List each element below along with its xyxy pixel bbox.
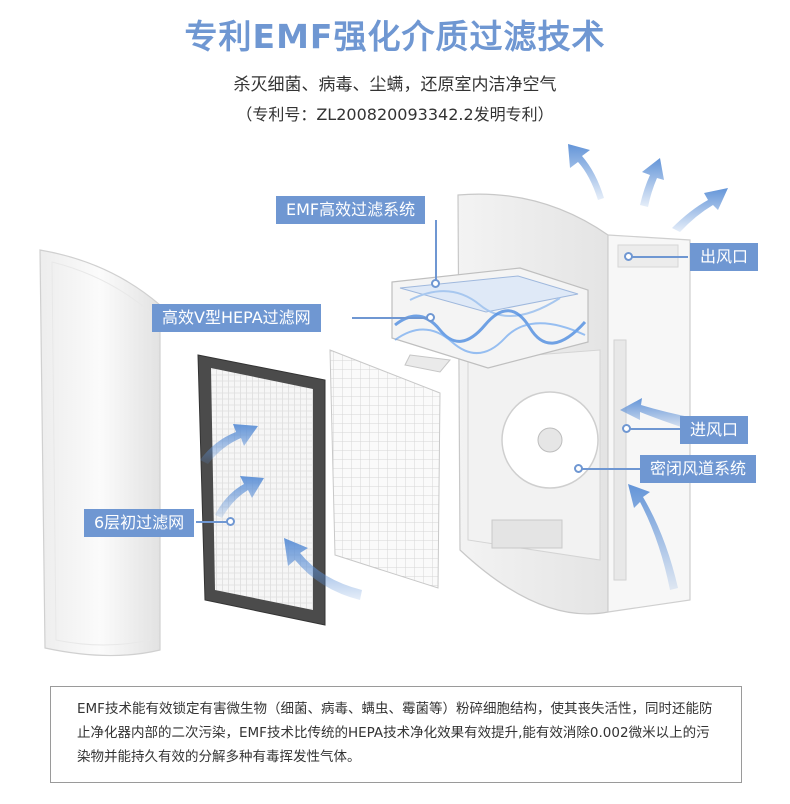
patent-number: （专利号：ZL200820093342.2发明专利）	[236, 105, 554, 124]
airflow-arrow-inlet-lower	[628, 484, 678, 590]
airflow-arrow-outlet-middle	[640, 158, 664, 207]
airflow-arrow-prefilter-middle	[215, 476, 264, 518]
callout-inlet: 进风口	[680, 416, 749, 444]
emf-filter-module	[391, 267, 589, 373]
page-title: 专利EMF强化介质过滤技术	[184, 17, 606, 56]
pre-filter-frame	[197, 354, 326, 626]
front-cover-panel	[39, 249, 161, 657]
airflow-arrow-inlet	[620, 398, 694, 430]
callout-dot-hepa	[426, 313, 435, 322]
mesh-grid-filter	[329, 349, 441, 589]
description-box	[50, 686, 742, 783]
purifier-body	[457, 193, 691, 615]
airflow-arrow-outlet-left	[568, 144, 604, 200]
airflow-arrow-prefilter-top	[200, 424, 258, 464]
callout-dot-outlet	[624, 252, 633, 261]
callout-line-emf	[435, 220, 437, 282]
airflow-arrow-prefilter-bottom	[284, 538, 362, 600]
callout-dot-prefilter	[226, 517, 235, 526]
airflow-arrow-outlet-right	[672, 188, 728, 232]
callout-dot-emf	[431, 279, 440, 288]
purifier-exploded-illustration	[39, 144, 728, 657]
callout-dot-duct	[574, 464, 583, 473]
callout-line-duct	[580, 468, 640, 470]
callout-line-hepa	[352, 317, 430, 319]
callout-hepa-filter: 高效V型HEPA过滤网	[152, 304, 321, 332]
callout-pre-filter: 6层初过滤网	[84, 509, 195, 537]
callout-line-outlet	[630, 256, 688, 258]
callout-line-inlet	[628, 428, 680, 430]
callout-emf-system: EMF高效过滤系统	[276, 196, 426, 224]
callout-outlet: 出风口	[690, 243, 759, 271]
callout-line-prefilter	[196, 521, 230, 523]
callout-sealed-duct: 密闭风道系统	[640, 455, 757, 483]
page-subtitle: 杀灭细菌、病毒、尘螨，还原室内洁净空气	[233, 75, 557, 95]
description-text: EMF技术能有效锁定有害微生物（细菌、病毒、螨虫、霉菌等）粉碎细胞结构，使其丧失…	[77, 701, 713, 765]
callout-dot-inlet	[622, 424, 631, 433]
